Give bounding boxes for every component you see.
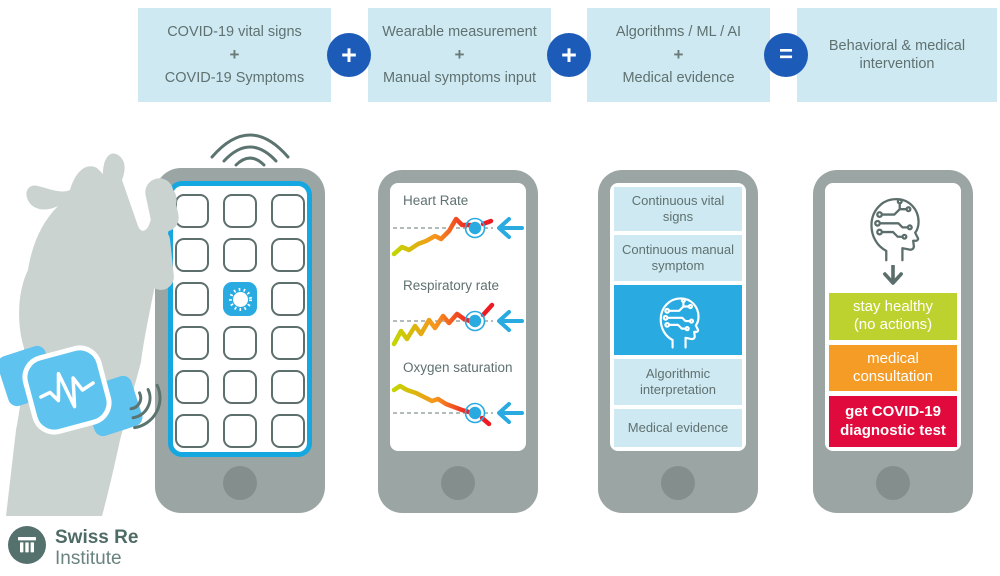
action-stay-healthy: stay healthy (no actions) xyxy=(829,292,957,340)
equation-line: Algorithms / ML / AI xyxy=(615,24,742,41)
covid-app-icon xyxy=(223,282,257,316)
home-button xyxy=(223,466,257,500)
equation-line: COVID-19 Symptoms xyxy=(164,69,305,86)
ai-head-icon xyxy=(659,297,700,349)
app-icon xyxy=(223,370,257,404)
phone2-screen: Heart Rate Respiratory rate xyxy=(390,183,526,451)
equation-line: Manual symptoms input xyxy=(382,69,537,86)
action-line: diagnostic test xyxy=(840,421,946,439)
plus-operator: + xyxy=(454,45,465,65)
app-icon xyxy=(175,414,209,448)
trend-line xyxy=(391,216,473,257)
action-diagnostic-test: get COVID-19 diagnostic test xyxy=(829,396,957,448)
analysis-box: Medical evidence xyxy=(614,409,742,447)
app-icon xyxy=(175,326,209,360)
equation-box-inputs: COVID-19 vital signs + COVID-19 Symptoms xyxy=(138,8,331,102)
equation-line: Wearable measurement xyxy=(382,24,537,41)
oxygen-saturation-trend-chart xyxy=(391,383,524,427)
virus-icon xyxy=(228,287,252,311)
app-icon xyxy=(223,326,257,360)
action-line: get COVID-19 xyxy=(845,403,941,421)
respiratory-rate-trend-chart xyxy=(391,302,524,347)
app-icon xyxy=(271,282,305,316)
app-icon xyxy=(223,414,257,448)
equation-line: Medical evidence xyxy=(622,69,735,86)
chart-label: Heart Rate xyxy=(403,193,469,208)
home-button xyxy=(876,466,910,500)
chart-label: Respiratory rate xyxy=(403,278,500,293)
equals-badge-icon: = xyxy=(764,33,808,77)
ai-engine-box xyxy=(614,285,742,355)
chart-label: Oxygen saturation xyxy=(403,360,513,375)
phone-interventions: stay healthy (no actions) medical consul… xyxy=(813,170,973,513)
analysis-box: Continuous manual symptom xyxy=(614,235,742,281)
left-arrow-icon xyxy=(497,310,524,332)
equation-box-measurement: Wearable measurement + Manual symptoms i… xyxy=(368,8,551,102)
left-arrow-icon xyxy=(497,217,524,239)
app-icon xyxy=(271,326,305,360)
heartbeat-icon xyxy=(39,371,95,409)
phone-analysis-stack: Continuous vital signs Continuous manual… xyxy=(598,170,758,513)
watch-face xyxy=(22,345,112,435)
app-icon xyxy=(271,238,305,272)
app-icon xyxy=(175,238,209,272)
app-icon xyxy=(223,194,257,228)
smartwatch xyxy=(0,345,143,437)
phone1-screen xyxy=(168,181,312,457)
action-medical-consultation: medical consultation xyxy=(829,344,957,392)
home-button xyxy=(441,466,475,500)
app-icon xyxy=(271,414,305,448)
app-icon xyxy=(175,370,209,404)
swissre-institute-logo: Swiss Re Institute xyxy=(8,526,138,569)
app-icon xyxy=(271,370,305,404)
phone3-screen: Continuous vital signs Continuous manual… xyxy=(610,183,746,451)
watch-band xyxy=(83,375,143,437)
equation-box-result: Behavioral & medical intervention xyxy=(797,8,997,102)
home-button xyxy=(661,466,695,500)
plus-operator: + xyxy=(673,45,684,65)
analysis-box: Continuous vital signs xyxy=(614,187,742,231)
equation-line: COVID-19 vital signs xyxy=(167,24,302,41)
phone-vital-trends: Heart Rate Respiratory rate xyxy=(378,170,538,513)
alert-dot xyxy=(464,402,486,424)
logo-brand-text: Swiss Re xyxy=(55,527,139,548)
down-arrow-icon xyxy=(883,264,903,285)
app-icon xyxy=(223,238,257,272)
app-icon xyxy=(271,194,305,228)
heart-rate-trend-chart xyxy=(391,216,524,257)
trend-line xyxy=(391,383,472,415)
ai-head-icon xyxy=(870,197,920,262)
action-line: medical xyxy=(867,349,919,367)
analysis-box: Algorithmic interpretation xyxy=(614,359,742,405)
app-icon xyxy=(175,282,209,316)
action-line: (no actions) xyxy=(853,316,933,334)
phone-app-grid xyxy=(155,168,325,513)
swissre-logo-icon xyxy=(8,526,46,564)
plus-badge-icon: + xyxy=(327,33,371,77)
left-arrow-icon xyxy=(497,402,524,424)
hand-silhouette xyxy=(6,153,177,516)
wifi-signal-icon xyxy=(210,133,290,167)
equation-box-algorithms: Algorithms / ML / AI + Medical evidence xyxy=(587,8,770,102)
alert-dot xyxy=(464,217,486,239)
app-icon xyxy=(175,194,209,228)
alert-dot xyxy=(464,310,486,332)
watch-band xyxy=(0,345,57,407)
trend-line xyxy=(391,311,473,347)
action-line: stay healthy xyxy=(852,297,934,315)
phone4-screen: stay healthy (no actions) medical consul… xyxy=(825,183,961,451)
plus-operator: + xyxy=(229,45,240,65)
logo-sub-text: Institute xyxy=(55,548,122,569)
equation-line: Behavioral & medical intervention xyxy=(828,37,966,72)
plus-badge-icon: + xyxy=(547,33,591,77)
action-line: consultation xyxy=(852,368,934,386)
